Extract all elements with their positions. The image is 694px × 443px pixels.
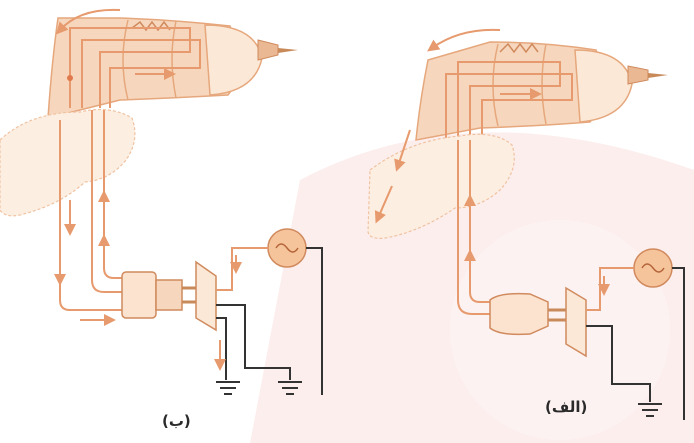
source-wire (216, 248, 268, 290)
socket-icon (196, 262, 216, 330)
ground-icon (216, 382, 240, 394)
hand-icon (0, 110, 135, 216)
socket-icon (566, 288, 586, 356)
caption-a: (الف) (545, 398, 587, 416)
drill-icon (416, 42, 668, 140)
caption-b: (ب) (162, 412, 191, 430)
plug-icon (122, 272, 200, 318)
